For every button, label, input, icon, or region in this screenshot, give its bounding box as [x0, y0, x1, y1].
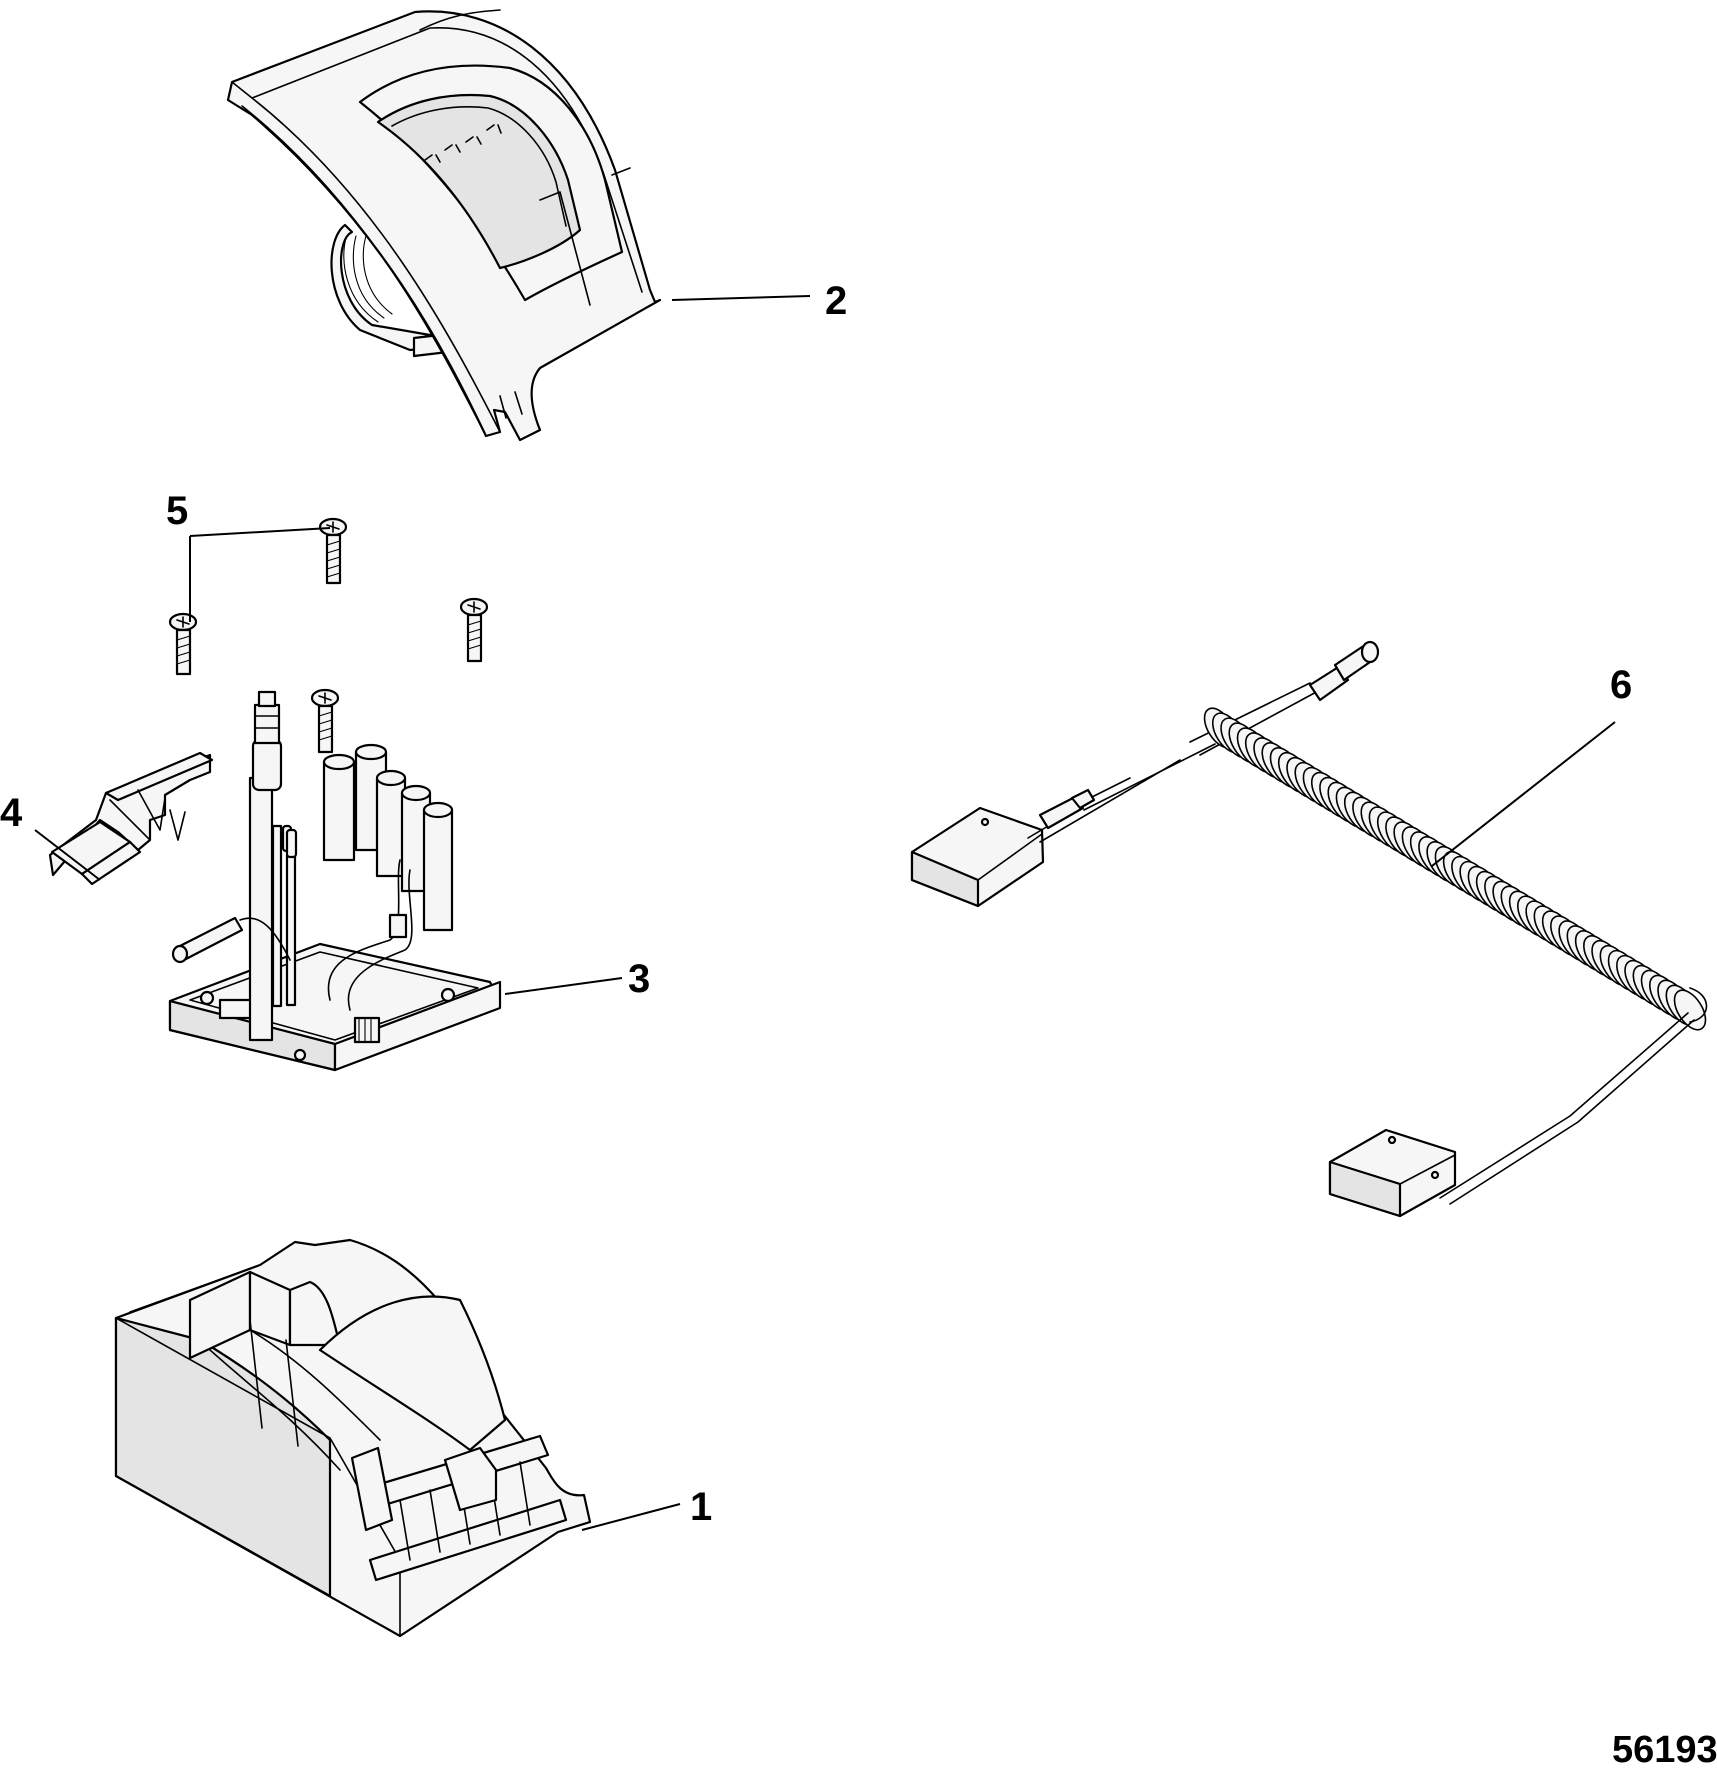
- screw: [310, 688, 340, 754]
- part-control-board: [168, 690, 502, 1072]
- leader-6: [1431, 721, 1616, 867]
- screw: [459, 597, 489, 663]
- part-screws: [168, 517, 489, 754]
- callout-5: 5: [166, 489, 188, 533]
- screw: [168, 612, 198, 676]
- capacitor: [422, 801, 454, 932]
- callout-1: 1: [690, 1485, 712, 1529]
- leader-3: [504, 977, 623, 995]
- part-cable-harness: [910, 640, 1708, 1218]
- leader-4: [34, 829, 101, 881]
- leader-2: [671, 295, 811, 301]
- leader-1: [581, 1503, 681, 1531]
- callout-3: 3: [628, 957, 650, 1001]
- part-bracket: [48, 751, 214, 886]
- coiled-cord: [1203, 707, 1708, 1031]
- capacitor: [322, 753, 356, 862]
- part-top-cover: [226, 9, 662, 442]
- capacitor: [375, 769, 407, 878]
- figure-number: 56193: [1612, 1729, 1717, 1771]
- callout-2: 2: [825, 279, 847, 323]
- screw: [318, 517, 348, 585]
- callout-4: 4: [0, 791, 23, 835]
- leader-5: [189, 527, 331, 622]
- coil-end: [1689, 987, 1708, 1023]
- callout-6: 6: [1610, 663, 1632, 707]
- part-base-housing: [114, 1238, 592, 1638]
- leader-lines: [34, 295, 1616, 1531]
